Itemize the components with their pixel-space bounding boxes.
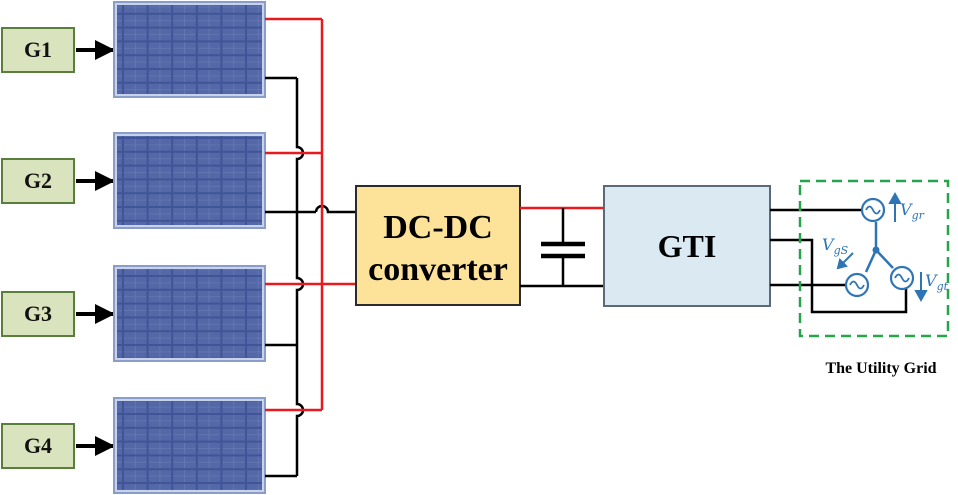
dc-dc-converter: DC-DC converter [355,185,521,306]
generator-g4: G4 [1,423,75,469]
generator-g2: G2 [1,158,75,204]
solar-cells [117,401,262,490]
inverter-box [603,185,771,307]
solar-cells [117,269,262,358]
ac-source-icon [844,272,870,298]
capacitor-icon [541,241,585,259]
ac-source-icon [860,197,886,223]
voltage-label-gt: Vgt [925,271,949,293]
pv-panel-3 [113,265,266,362]
neutral-point [872,246,880,254]
voltage-label-gr: Vgr [900,200,925,222]
generator-g1: G1 [1,27,75,73]
solar-cells [117,136,262,225]
generator-label: G1 [24,37,52,62]
converter-label-line1: DC-DC [383,209,493,246]
input-arrows [76,40,115,456]
generator-box [1,423,75,469]
dc-link [520,206,604,288]
arrow-down-icon [914,290,928,303]
pv-panel-4 [113,397,266,494]
voltage-label-gs: VgS [822,235,849,257]
grid-boundary [798,179,950,338]
arrow-down-left-icon [836,258,848,270]
generator-g3: G3 [1,291,75,337]
generator-box [1,27,75,73]
generator-label: G2 [24,168,52,193]
pv-panel-1 [113,1,266,98]
converter-box [355,185,521,306]
generator-label: G3 [24,301,52,326]
converter-label-line2: converter [368,251,508,288]
positive-bus-wires [265,17,356,412]
grid-caption: The Utility Grid [825,360,936,377]
negative-bus-wires [265,76,356,478]
arrow-up-icon [888,191,902,204]
ac-source-icon [889,265,915,291]
generator-label: G4 [24,433,52,458]
generator-box [1,158,75,204]
generator-box [1,291,75,337]
utility-grid: Vgr VgS Vgt The Utility Grid [798,179,950,377]
solar-cells [117,5,262,94]
arrow-down-left-icon [842,252,854,264]
grid-tie-inverter: GTI [603,185,771,307]
pv-panel-2 [113,132,266,229]
inverter-label: GTI [658,228,717,264]
